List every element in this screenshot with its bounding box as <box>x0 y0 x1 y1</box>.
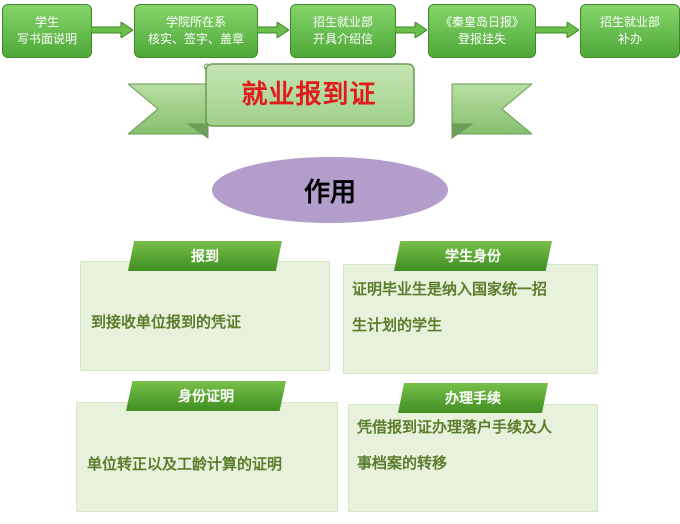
card-student-identity: 证明毕业生是纳入国家统一招 生计划的学生 <box>343 264 598 374</box>
banner-title: 就业报到证 <box>241 79 377 110</box>
card-report-text: 到接收单位报到的凭证 <box>91 313 242 331</box>
card-report: 到接收单位报到的凭证 <box>80 261 330 371</box>
step-4-line2: 登报挂失 <box>457 32 506 46</box>
arrow-icon-2 <box>257 22 289 38</box>
step-5-line1: 招生就业部 <box>599 15 660 29</box>
step-4-line1: 《秦皇岛日报》 <box>439 15 524 29</box>
card-procedures-line2: 事档案的转移 <box>357 454 448 472</box>
card-procedures-line1: 凭借报到证办理落户手续及人 <box>357 418 553 436</box>
step-4: 《秦皇岛日报》 登报挂失 <box>428 4 536 58</box>
arrow-icon-4 <box>535 22 579 38</box>
step-2-line2: 核实、签字、盖章 <box>147 32 244 46</box>
center-ellipse: 作用 <box>212 157 448 223</box>
card-report-tab: 报到 <box>128 241 282 271</box>
center-label: 作用 <box>303 177 356 208</box>
step-3-line2: 开具介绍信 <box>312 32 373 46</box>
step-2: 学院所在系 核实、签字、盖章 <box>134 4 258 58</box>
step-1: 学生 写书面说明 <box>2 4 92 58</box>
step-5: 招生就业部 补办 <box>580 4 680 58</box>
ribbon-banner <box>128 63 532 139</box>
step-2-line1: 学院所在系 <box>165 15 226 29</box>
step-3-line1: 招生就业部 <box>312 15 373 29</box>
arrow-icon-3 <box>395 22 427 38</box>
step-3: 招生就业部 开具介绍信 <box>290 4 396 58</box>
card-identity-proof-text: 单位转正以及工龄计算的证明 <box>87 455 283 473</box>
step-1-line2: 写书面说明 <box>16 32 77 46</box>
card-student-identity-line2: 生计划的学生 <box>352 316 443 334</box>
card-procedures: 凭借报到证办理落户手续及人 事档案的转移 <box>348 404 598 512</box>
card-student-identity-tab: 学生身份 <box>394 241 552 271</box>
step-5-line2: 补办 <box>617 32 642 46</box>
card-student-identity-line1: 证明毕业生是纳入国家统一招 <box>352 280 548 298</box>
card-identity-proof-tab: 身份证明 <box>126 381 286 411</box>
card-identity-proof: 单位转正以及工龄计算的证明 <box>76 402 338 512</box>
arrow-icon-1 <box>91 22 133 38</box>
step-1-line1: 学生 <box>34 15 59 29</box>
card-procedures-tab: 办理手续 <box>398 383 548 413</box>
